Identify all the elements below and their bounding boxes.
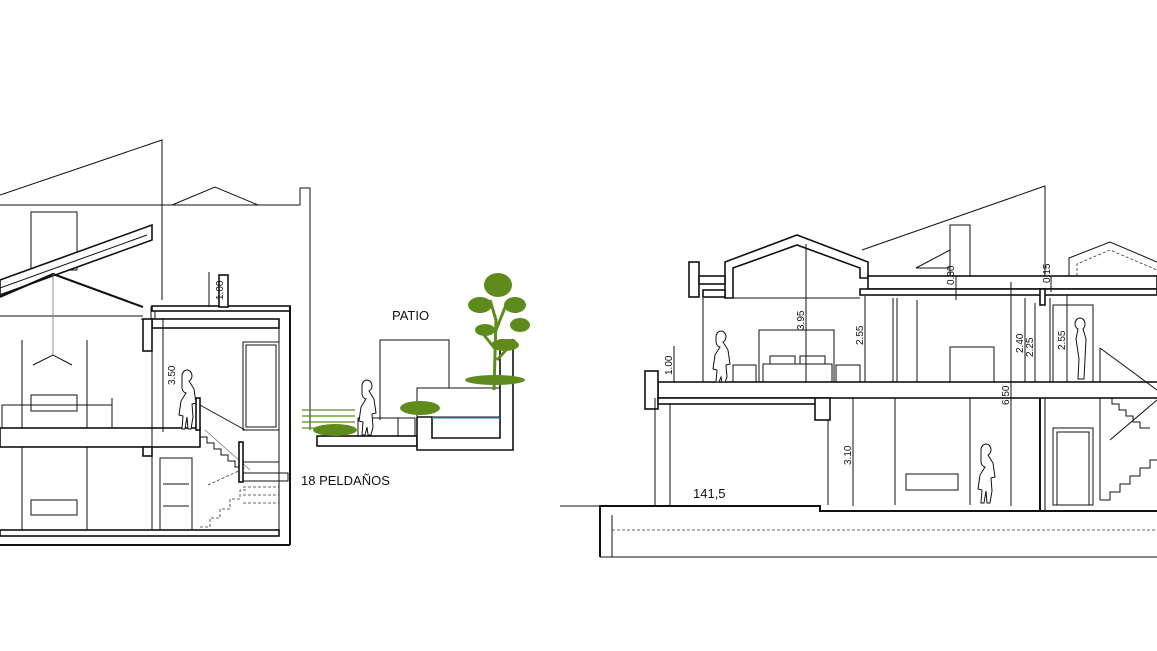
left-section: 1.00 3.50 bbox=[0, 139, 311, 546]
shrubs bbox=[313, 401, 440, 436]
right-background bbox=[861, 185, 1157, 291]
left-structure bbox=[0, 274, 291, 546]
person-silhouette bbox=[1074, 317, 1087, 380]
right-roof bbox=[688, 234, 1157, 306]
right-section: 141,5 1.00 3.95 2.55 0.30 6.50 2.40 2.25… bbox=[560, 185, 1157, 558]
person-silhouette bbox=[358, 379, 377, 436]
patio: PATIO 18 PELDAÑOS bbox=[301, 273, 530, 488]
left-roof bbox=[0, 223, 156, 366]
dimension-label: 1.00 bbox=[664, 355, 675, 375]
dimension-label: 0.30 bbox=[946, 265, 957, 285]
dimension-label: 3.50 bbox=[167, 365, 178, 385]
person-silhouette bbox=[178, 369, 197, 430]
person-silhouette bbox=[977, 443, 996, 504]
dimension-label: 2.25 bbox=[1025, 337, 1036, 357]
dimension-label: 2.40 bbox=[1015, 333, 1026, 353]
patio-label: PATIO bbox=[392, 308, 429, 323]
tree bbox=[465, 273, 530, 391]
dimension-label: 2.55 bbox=[855, 325, 866, 345]
dimension-label: 6.50 bbox=[1001, 385, 1012, 405]
right-ground-floor bbox=[654, 398, 1157, 510]
person-silhouette bbox=[712, 330, 731, 383]
level-label: 141,5 bbox=[693, 486, 726, 501]
left-dimensions: 1.00 3.50 bbox=[162, 272, 226, 432]
dimension-label: 1.00 bbox=[215, 280, 226, 300]
dimension-label: 2.55 bbox=[1057, 330, 1068, 350]
dimension-label: 0.15 bbox=[1042, 263, 1053, 283]
right-upper-floor bbox=[644, 298, 1157, 429]
background-buildings bbox=[0, 139, 311, 430]
right-ground: 141,5 bbox=[560, 486, 1157, 558]
dimension-label: 3.95 bbox=[796, 310, 807, 330]
steps-label: 18 PELDAÑOS bbox=[301, 473, 390, 488]
right-dimensions: 1.00 3.95 2.55 0.30 6.50 2.40 2.25 0.15 … bbox=[664, 244, 1068, 506]
dimension-label: 3.10 bbox=[843, 445, 854, 465]
